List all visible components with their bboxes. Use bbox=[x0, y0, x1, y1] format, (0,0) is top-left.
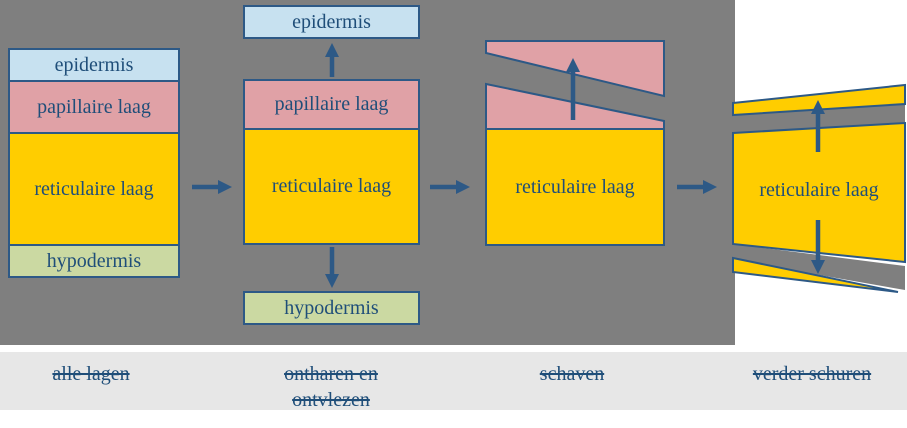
stage2-hypodermis-layer: hypodermis bbox=[243, 291, 420, 325]
caption-verder-schuren: verder schuren bbox=[752, 363, 872, 385]
caption-ontharen-ontvlezen: ontharen en ontvlezen bbox=[221, 361, 441, 413]
caption-schaven: schaven bbox=[539, 363, 605, 385]
stage1-epidermis-layer: epidermis bbox=[8, 48, 180, 82]
caption-ontharen-line1: ontharen en bbox=[284, 363, 378, 385]
stage1-reticulaire-layer: reticulaire laag bbox=[8, 132, 180, 246]
caption-ontharen-line2: ontvlezen bbox=[292, 389, 370, 411]
stage4-reticulaire-label: reticulaire laag bbox=[759, 179, 879, 201]
stage2-epidermis-layer: epidermis bbox=[243, 5, 420, 39]
caption-strip bbox=[0, 352, 907, 410]
stage2-reticulaire-layer: reticulaire laag bbox=[243, 128, 420, 245]
stage1-papillaire-layer: papillaire laag bbox=[8, 80, 180, 134]
caption-alle-lagen: alle lagen bbox=[52, 363, 130, 385]
stage3-reticulaire-label: reticulaire laag bbox=[515, 175, 635, 198]
stage1-hypodermis-layer: hypodermis bbox=[8, 244, 180, 278]
stage4-reticulaire-shape bbox=[732, 121, 906, 264]
stage4-buffed-slice-bottom bbox=[732, 256, 899, 293]
stage3-reticulaire-shape bbox=[485, 128, 665, 246]
stage2-papillaire-layer: papillaire laag bbox=[243, 79, 420, 130]
